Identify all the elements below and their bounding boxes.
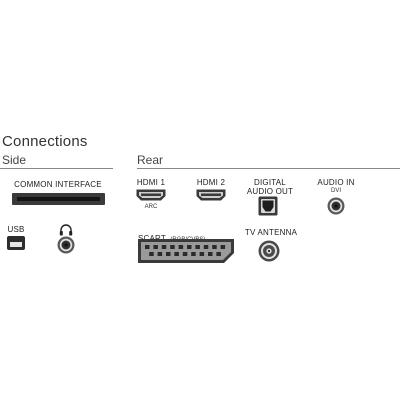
coax-antenna-icon[interactable] xyxy=(258,240,280,262)
optical-port-icon[interactable] xyxy=(258,196,278,216)
scart-port-icon[interactable] xyxy=(137,238,235,264)
headphone-jack-port[interactable] xyxy=(57,236,75,254)
rear-divider xyxy=(137,168,400,169)
hdmi1-arc-label: ARC xyxy=(144,204,158,210)
side-divider xyxy=(0,168,113,169)
scart-label: SCART xyxy=(138,234,166,243)
usb-label: USB xyxy=(7,225,25,234)
audio-jack-icon[interactable] xyxy=(327,197,345,215)
section-side-label: Side xyxy=(2,153,27,167)
hdmi2-label: HDMI 2 xyxy=(196,178,226,187)
common-interface-slot[interactable] xyxy=(12,193,105,205)
section-rear-label: Rear xyxy=(137,153,164,167)
hdmi-port-icon[interactable] xyxy=(196,189,226,201)
hdmi-port-icon[interactable] xyxy=(136,189,166,201)
digital-audio-out-label-line1: DIGITAL xyxy=(254,178,286,187)
tv-antenna-label: TV ANTENNA xyxy=(244,228,298,237)
digital-audio-out-label-line2: AUDIO OUT xyxy=(246,187,294,196)
common-interface-label: COMMON INTERFACE xyxy=(14,180,102,189)
headphones-icon xyxy=(59,224,73,236)
audio-in-dvi-label: DVI xyxy=(330,188,341,194)
page-title: Connections xyxy=(2,133,88,150)
audio-in-label: AUDIO IN xyxy=(317,178,355,187)
hdmi1-label: HDMI 1 xyxy=(136,178,166,187)
usb-port-icon[interactable] xyxy=(7,236,25,250)
